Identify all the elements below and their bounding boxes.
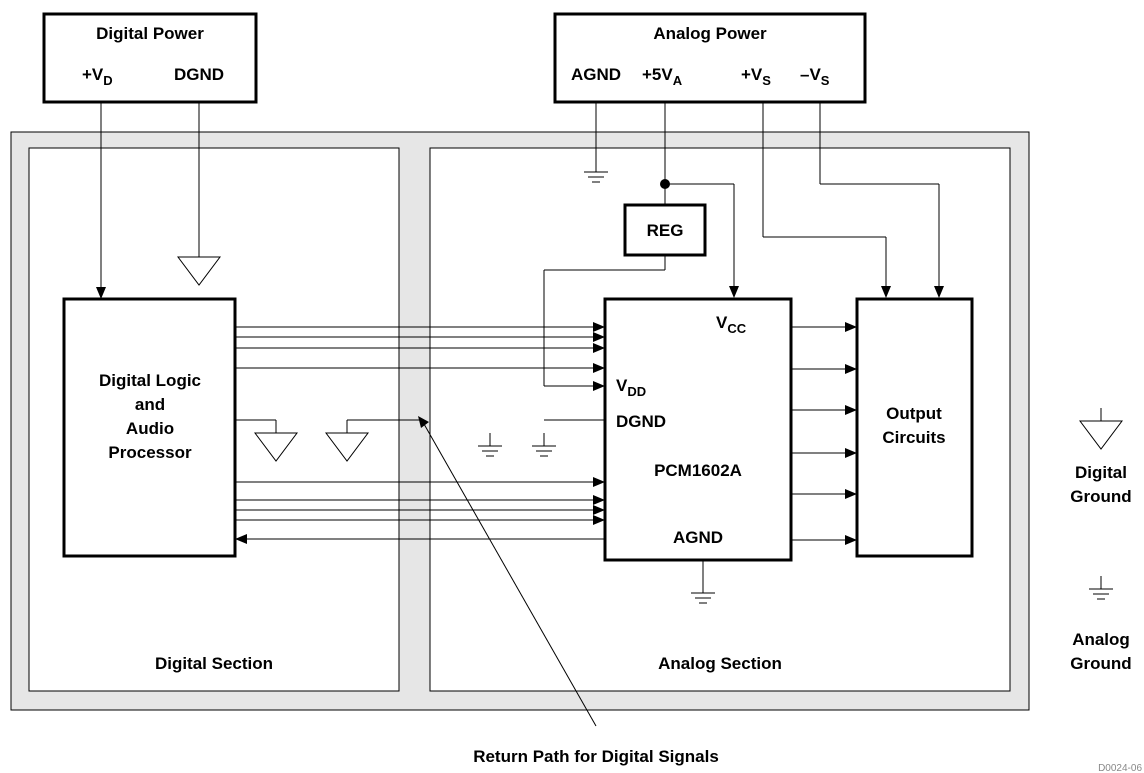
pcm-dgnd-label: DGND: [616, 412, 666, 431]
output-circuits-line2: Circuits: [882, 428, 945, 447]
vd-terminal-label: +VD: [82, 65, 113, 88]
digital-logic-line4: Processor: [108, 443, 192, 462]
vs-pos-terminal-label: +VS: [741, 65, 771, 88]
digital-logic-line3: Audio: [126, 419, 174, 438]
signal-bus-wires: [235, 322, 605, 544]
analog-section-label: Analog Section: [658, 654, 782, 673]
legend-analog-ground-symbol: [1088, 575, 1114, 600]
legend-analog-line1: Analog: [1072, 630, 1130, 649]
output-circuits-line1: Output: [886, 404, 942, 423]
analog-power-box: [553, 12, 867, 104]
return-path-pointer: [423, 423, 597, 727]
v5a-terminal-label: +5VA: [642, 65, 683, 88]
digital-logic-line1: Digital Logic: [99, 371, 201, 390]
vs-neg-terminal-label: –VS: [800, 65, 830, 88]
reg-box: [623, 203, 707, 257]
digital-power-title: Digital Power: [96, 24, 204, 43]
ground-wires: [235, 419, 704, 580]
digital-logic-box: [62, 297, 237, 558]
pcm-agnd-label: AGND: [673, 528, 723, 547]
pcm-vcc-label: VCC: [716, 313, 747, 336]
analog-power-title: Analog Power: [653, 24, 767, 43]
output-circuits-box: [855, 297, 974, 558]
digital-logic-line2: and: [135, 395, 165, 414]
pcm1602a-box: [603, 297, 793, 562]
agnd-terminal-label: AGND: [571, 65, 621, 84]
dgnd-terminal-label: DGND: [174, 65, 224, 84]
digital-section-label: Digital Section: [155, 654, 273, 673]
legend-analog-line2: Ground: [1070, 654, 1131, 673]
pcm-name-label: PCM1602A: [654, 461, 742, 480]
digital-power-box: [42, 12, 258, 104]
legend-digital-ground-symbol: [1079, 407, 1123, 450]
power-wires: [96, 102, 944, 391]
figure-id: D0024-06: [1098, 763, 1142, 773]
pcm-vdd-label: VDD: [616, 376, 646, 399]
junction-dot: [660, 179, 670, 189]
legend-digital-line1: Digital: [1075, 463, 1127, 482]
output-wires: [791, 322, 857, 545]
return-path-label: Return Path for Digital Signals: [473, 747, 719, 766]
legend-digital-line2: Ground: [1070, 487, 1131, 506]
reg-label: REG: [647, 221, 684, 240]
